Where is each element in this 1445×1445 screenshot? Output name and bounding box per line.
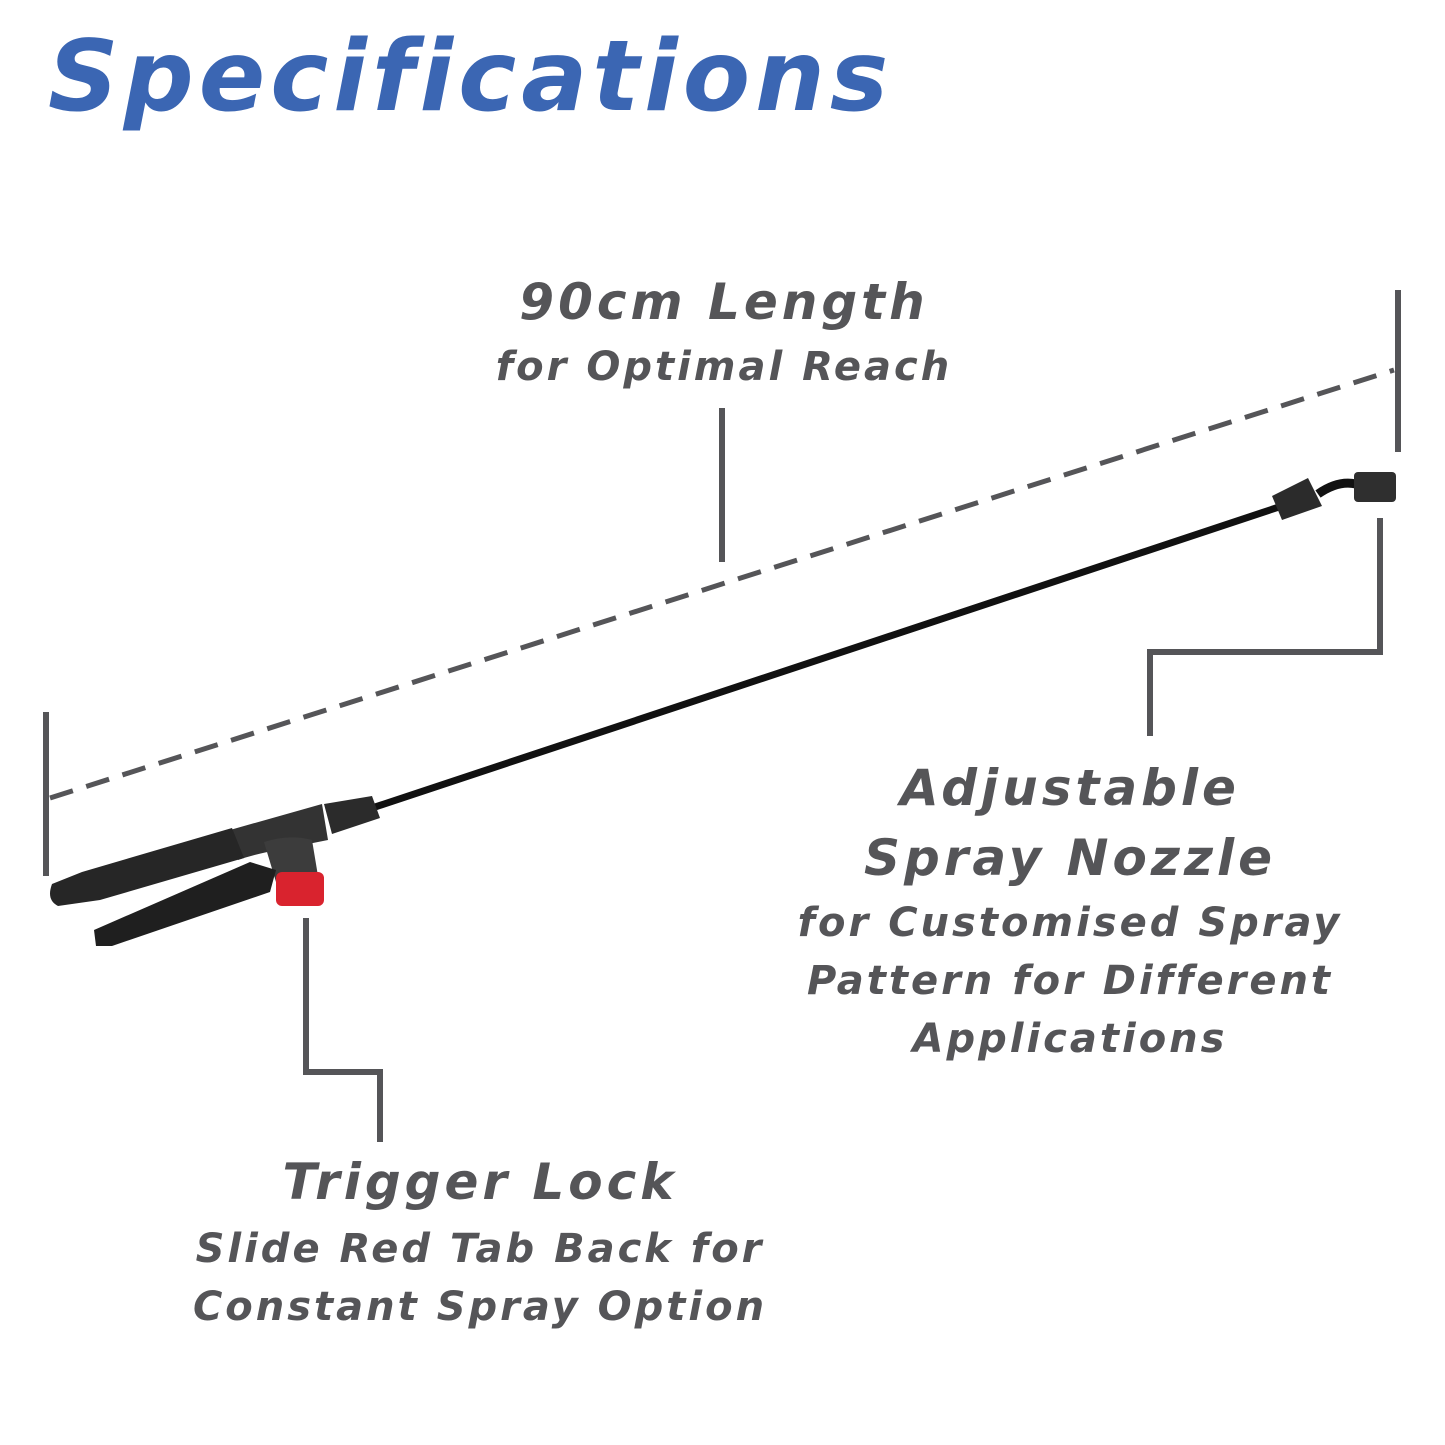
wand-shaft <box>368 502 1286 812</box>
trigger-leader-line <box>303 918 383 1142</box>
page-title: Specifications <box>48 20 894 134</box>
nozzle-heading-line-2: Spray Nozzle <box>863 829 1277 887</box>
nozzle-leader-line <box>1147 518 1383 736</box>
trigger-handle <box>50 796 380 946</box>
trigger-description-line-2: Constant Spray Option <box>192 1284 768 1330</box>
nozzle-description-line-2: Pattern for Different <box>806 958 1334 1004</box>
nozzle-description-line-3: Applications <box>912 1016 1228 1062</box>
nozzle-description-line-1: for Customised Spray <box>797 900 1343 946</box>
red-lock-tab <box>276 872 324 906</box>
length-description: for Optimal Reach <box>495 344 953 390</box>
nozzle-heading-line-1: Adjustable <box>900 759 1240 817</box>
length-heading: 90cm Length <box>519 273 929 331</box>
trigger-heading: Trigger Lock <box>282 1153 678 1211</box>
trigger-description-line-1: Slide Red Tab Back for <box>195 1226 765 1272</box>
length-dimension-line <box>49 367 1395 801</box>
spray-nozzle <box>1272 472 1396 520</box>
